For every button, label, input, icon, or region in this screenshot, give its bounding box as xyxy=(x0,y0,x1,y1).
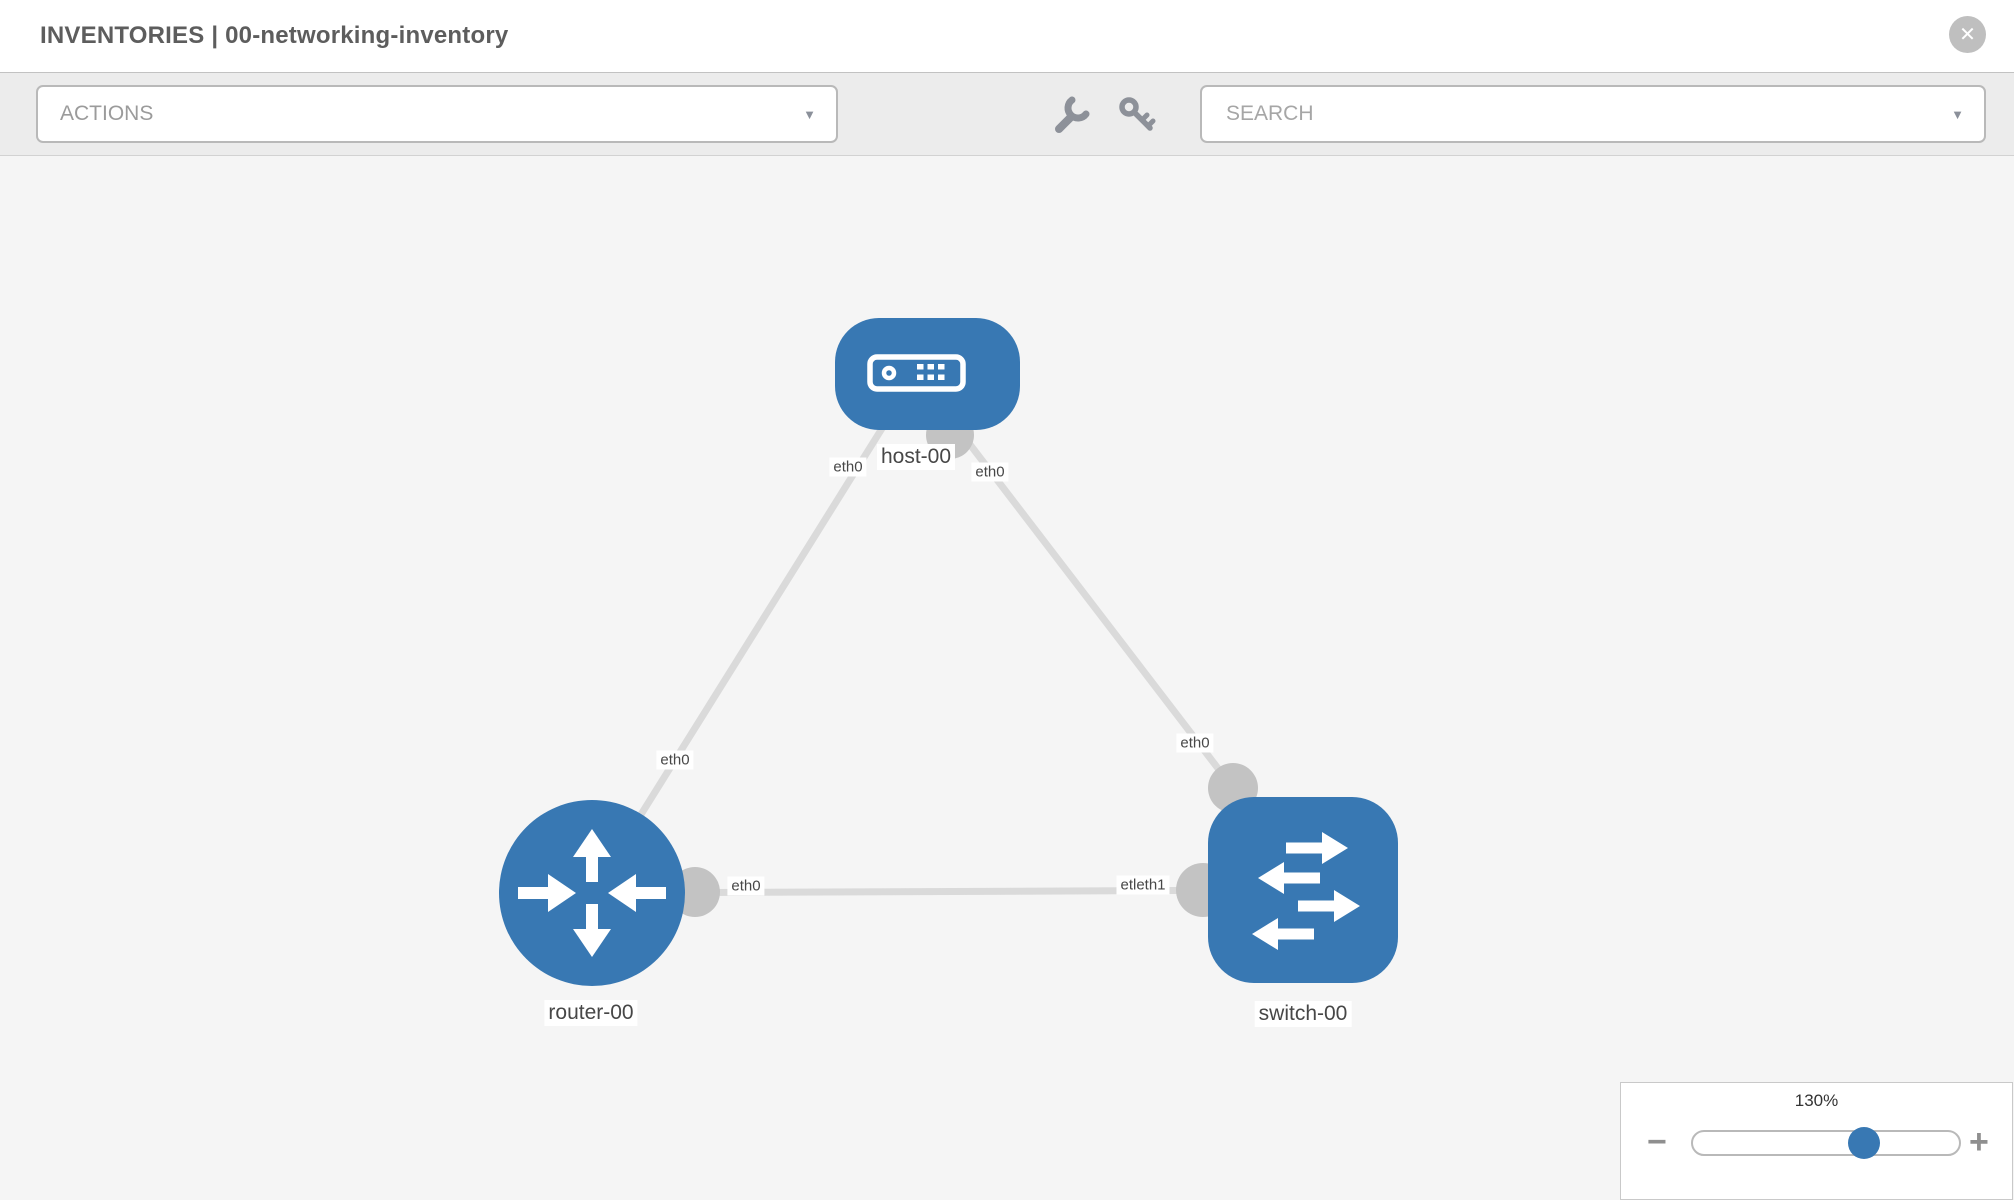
toolbar: ACTIONS ▼ ▼ xyxy=(0,72,2014,156)
close-icon[interactable]: ✕ xyxy=(1949,16,1986,53)
zoom-in-button[interactable]: + xyxy=(1969,1123,1989,1161)
search-input[interactable] xyxy=(1224,101,1952,127)
interface-label: eth0 xyxy=(656,750,694,770)
interface-label: eth0 xyxy=(971,462,1009,482)
zoom-level: 130% xyxy=(1794,1091,1839,1110)
interface-label: eth0 xyxy=(727,876,765,896)
page-header: INVENTORIES | 00-networking-inventory ✕ xyxy=(0,0,2014,72)
node-router-00[interactable] xyxy=(499,800,685,986)
router-icon xyxy=(518,829,666,957)
node-switch-00[interactable] xyxy=(1208,797,1398,983)
actions-dropdown-label: ACTIONS xyxy=(60,102,154,125)
zoom-slider-thumb[interactable] xyxy=(1848,1127,1880,1159)
key-icon[interactable] xyxy=(1116,93,1160,142)
close-glyph: ✕ xyxy=(1959,23,1976,46)
node-label-switch-00: switch-00 xyxy=(1254,1001,1352,1027)
wrench-icon[interactable] xyxy=(1048,93,1092,142)
node-label-router-00: router-00 xyxy=(544,1000,638,1026)
chevron-down-icon: ▼ xyxy=(1951,106,1964,122)
switch-icon xyxy=(1252,832,1360,950)
topology-svg xyxy=(499,318,1398,986)
search-box: ▼ xyxy=(1200,85,1986,143)
node-host-00[interactable] xyxy=(835,318,1020,430)
chevron-down-icon: ▼ xyxy=(803,106,816,122)
node-label-host-00: host-00 xyxy=(876,444,956,470)
zoom-out-button[interactable]: − xyxy=(1647,1123,1667,1161)
host-icon xyxy=(867,354,966,392)
interface-label: eth0 xyxy=(829,457,867,477)
interface-label: etleth1 xyxy=(1116,875,1170,895)
zoom-panel: 130% − + xyxy=(1620,1082,2013,1200)
connectors-group xyxy=(670,411,1258,917)
page-title: INVENTORIES | 00-networking-inventory xyxy=(40,22,509,49)
actions-dropdown[interactable]: ACTIONS ▼ xyxy=(36,85,838,143)
zoom-slider[interactable] xyxy=(1691,1127,1961,1159)
interface-label: eth0 xyxy=(1176,733,1214,753)
topology-canvas[interactable]: host-00 router-00 switch-00 eth0 eth0 et… xyxy=(0,156,2014,1200)
